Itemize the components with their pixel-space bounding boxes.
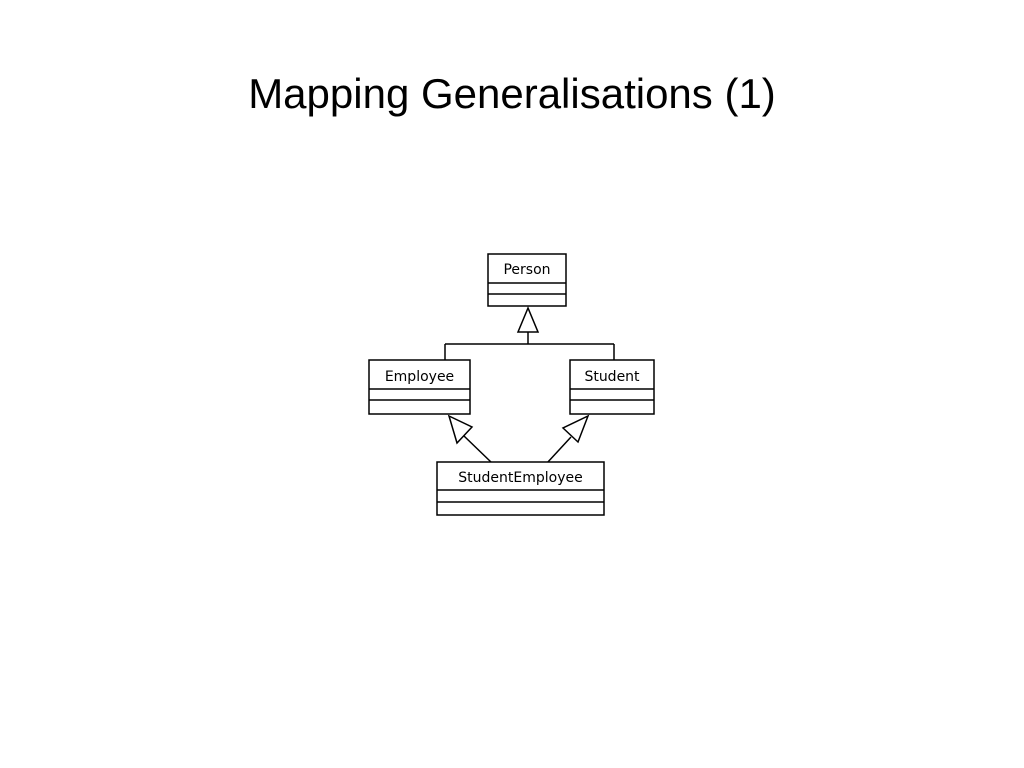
generalization-arrowhead-person xyxy=(516,306,540,333)
generalization-to-employee xyxy=(447,414,493,464)
generalization-to-person xyxy=(444,306,615,360)
class-student: Student xyxy=(569,359,655,415)
generalization-arrowhead-employee xyxy=(447,414,474,445)
class-student-box xyxy=(569,359,655,415)
class-person: Person xyxy=(487,253,567,307)
slide-title: Mapping Generalisations (1) xyxy=(248,70,776,117)
class-student-employee-box xyxy=(436,461,605,516)
generalization-to-student xyxy=(546,414,590,464)
generalization-arrowhead-student xyxy=(561,414,590,444)
class-student-name: Student xyxy=(584,369,640,385)
class-employee-box xyxy=(368,359,471,415)
generalization-line-student xyxy=(546,436,572,464)
generalization-line-employee xyxy=(463,435,493,464)
class-student-employee: StudentEmployee xyxy=(436,461,605,516)
class-employee: Employee xyxy=(368,359,471,415)
class-employee-name: Employee xyxy=(385,369,454,385)
class-student-employee-name: StudentEmployee xyxy=(458,470,582,486)
class-person-box xyxy=(487,253,567,307)
class-person-name: Person xyxy=(503,262,550,278)
